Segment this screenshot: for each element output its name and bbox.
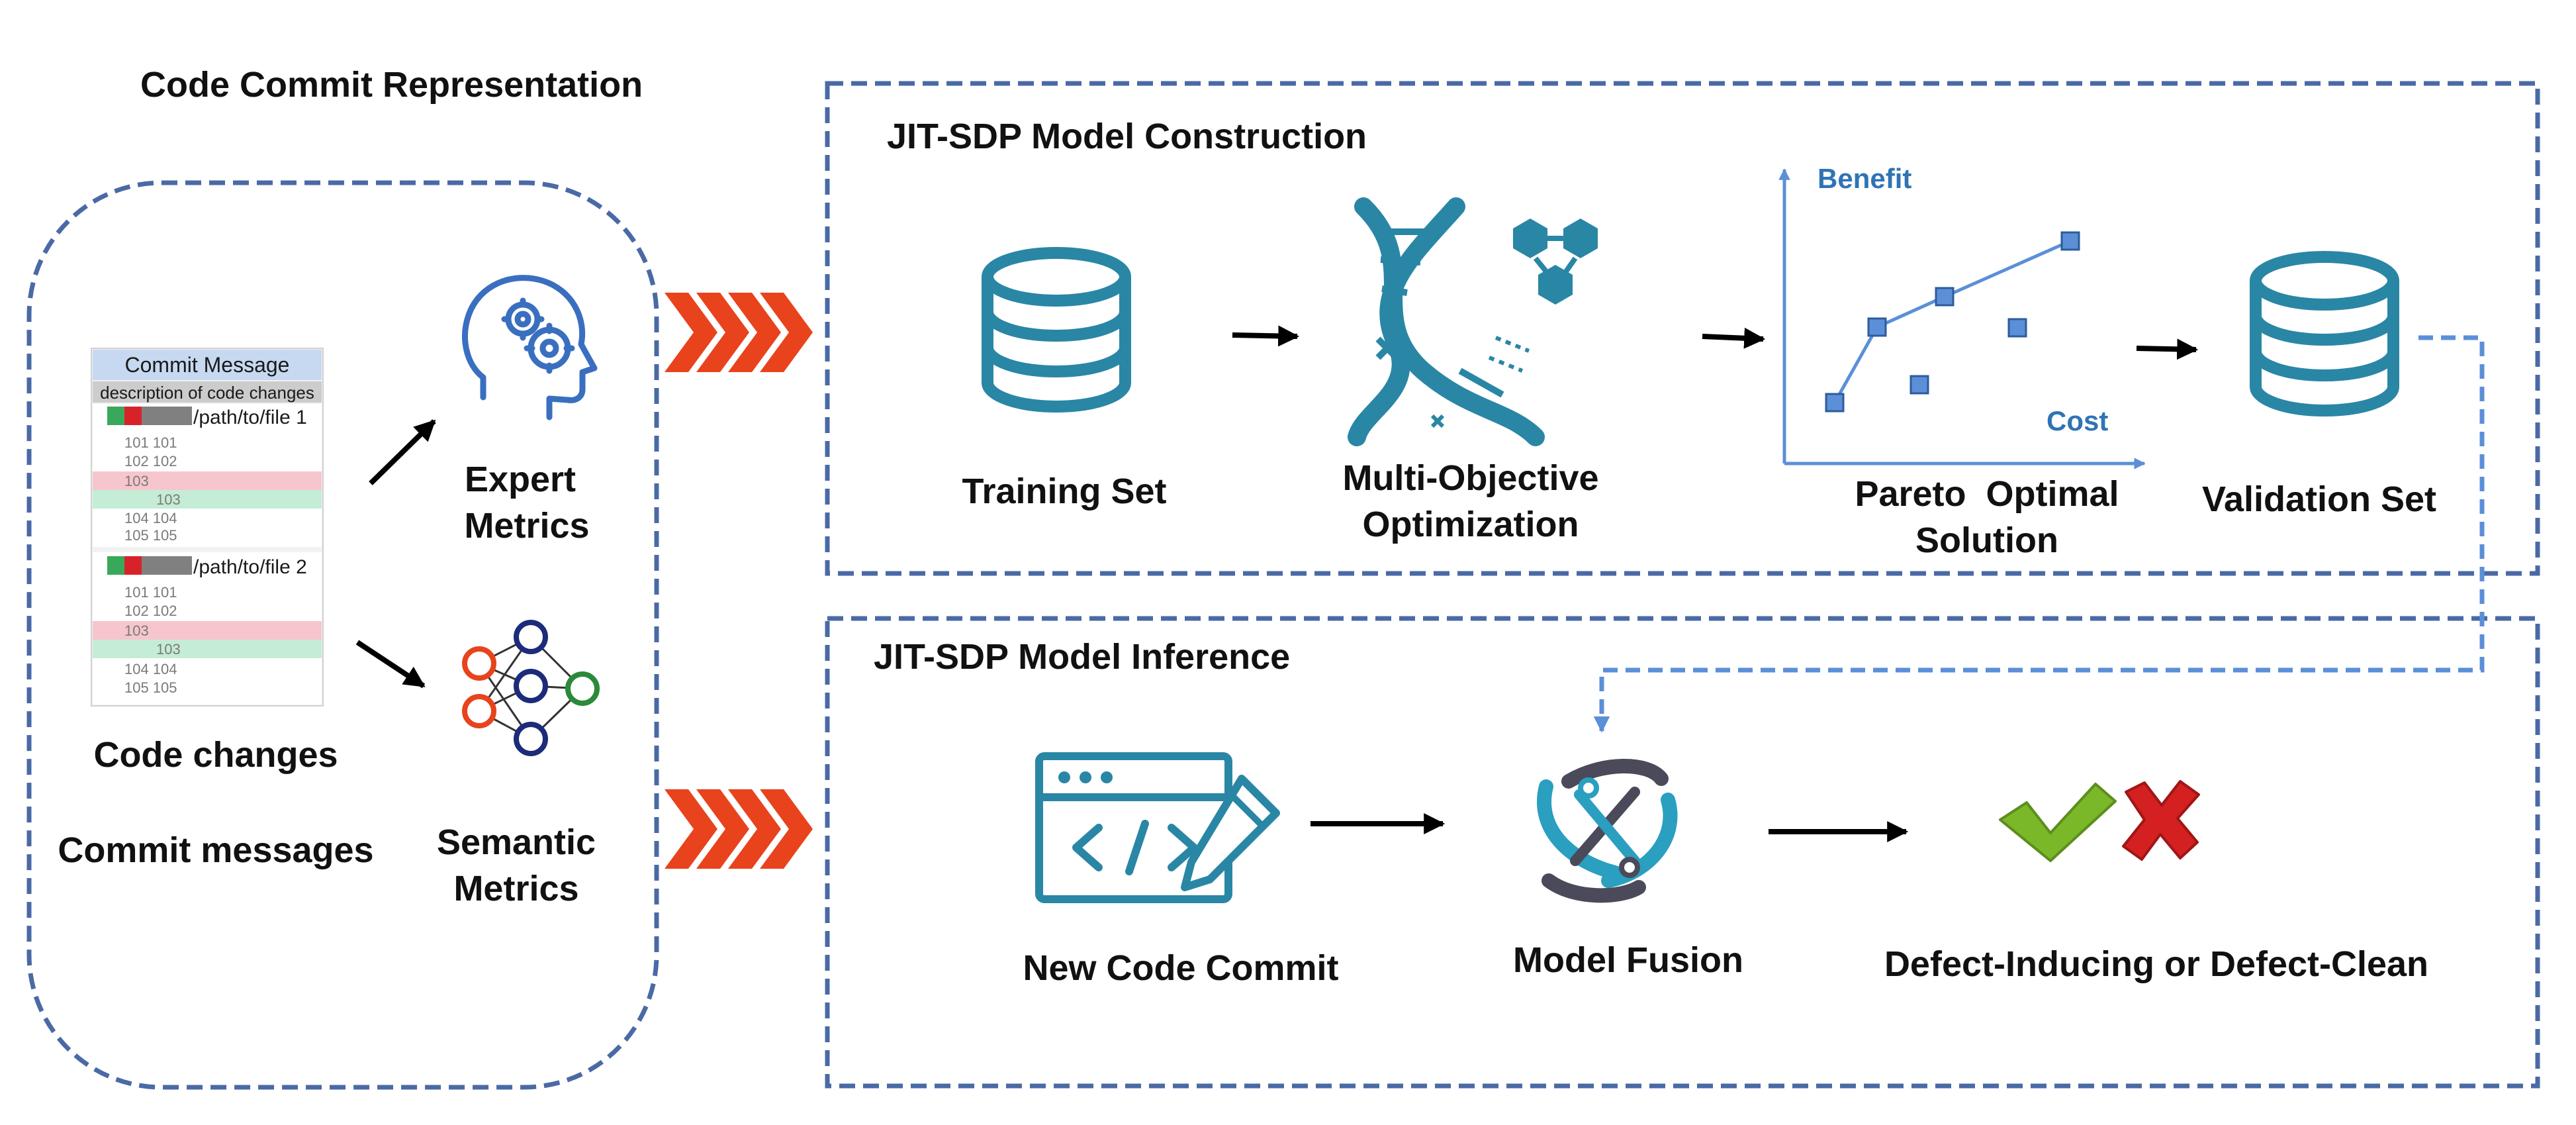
file1-line-1: 101 101: [124, 434, 177, 451]
commit-messages-label: Commit messages: [58, 830, 373, 870]
file2-line-3: 103: [124, 622, 149, 639]
new-code-commit-label: New Code Commit: [1023, 948, 1338, 988]
pareto-point: [1867, 317, 1887, 337]
validation-set-database-icon: [2256, 257, 2393, 411]
inference-frame: [825, 616, 2540, 1089]
dna-icon: [1348, 197, 1598, 446]
neural-network-icon: [462, 620, 600, 756]
pareto-point: [1825, 393, 1845, 413]
file2-path: /path/to/file 2: [193, 556, 307, 578]
dominated-point: [2007, 318, 2027, 338]
commit-description: description of code changes: [100, 383, 314, 403]
file1-path: /path/to/file 1: [193, 407, 307, 428]
file1-line-5: 104 104: [124, 510, 177, 526]
moo-label-1: Multi-Objective: [1342, 458, 1598, 498]
file2-line-6: 105 105: [124, 679, 177, 696]
construction-frame: [825, 81, 2540, 576]
chevron-arrow-bottom: [665, 789, 813, 869]
arrow-to-expert: [369, 419, 436, 485]
arrow-pareto-to-validation: [2136, 338, 2199, 360]
representation-frame: [26, 180, 659, 1090]
moo-label-2: Optimization: [1363, 505, 1579, 544]
validation-to-fusion-connector: [1593, 335, 2485, 733]
pareto-point: [2060, 231, 2080, 251]
file1-line-6: 105 105: [124, 527, 177, 544]
file2-line-1: 101 101: [124, 584, 177, 601]
cost-axis-label: Cost: [2047, 405, 2108, 436]
result-label: Defect-Inducing or Defect-Clean: [1884, 944, 2428, 984]
arrow-moo-to-pareto: [1702, 327, 1766, 349]
inference-title: JIT-SDP Model Inference: [874, 637, 1290, 677]
semantic-metrics-label-1: Semantic: [437, 822, 596, 862]
pareto-label-1: Pareto Optimal: [1855, 474, 2119, 514]
semantic-metrics-label-2: Metrics: [453, 869, 578, 908]
file1-line-2: 102 102: [124, 453, 177, 469]
file2-line-2: 102 102: [124, 603, 177, 619]
training-set-label: Training Set: [962, 471, 1166, 511]
file1-line-4: 103: [156, 491, 181, 508]
code-changes-label: Code changes: [93, 735, 338, 775]
validation-set-label: Validation Set: [2202, 479, 2436, 519]
code-editor-icon: [1035, 752, 1280, 903]
pareto-chart: Benefit Cost: [1778, 163, 2146, 469]
check-icon: [1999, 783, 2117, 862]
chevron-arrow-top: [665, 293, 813, 372]
commit-panel: Commit Message description of code chang…: [91, 348, 324, 707]
benefit-axis-label: Benefit: [1817, 163, 1911, 194]
model-fusion-icon: [1537, 759, 1678, 903]
commit-message-label: Commit Message: [125, 353, 290, 377]
expert-metrics-label-1: Expert: [465, 460, 576, 499]
construction-title: JIT-SDP Model Construction: [887, 117, 1367, 156]
brain-gear-icon: [462, 275, 598, 420]
cross-icon: [2122, 780, 2200, 861]
file2-line-4: 103: [156, 641, 181, 658]
expert-metrics-label-2: Metrics: [464, 506, 589, 546]
training-set-database-icon: [988, 253, 1125, 407]
file2-line-5: 104 104: [124, 661, 177, 677]
pareto-point: [1935, 287, 1955, 307]
pareto-label-2: Solution: [1915, 520, 2058, 560]
model-fusion-label: Model Fusion: [1513, 940, 1743, 980]
representation-title: Code Commit Representation: [140, 65, 643, 105]
arrow-to-semantic: [355, 640, 426, 689]
arrow-train-to-moo: [1232, 325, 1300, 347]
file1-line-3: 103: [124, 473, 149, 489]
commit-message-header: [93, 350, 322, 380]
dominated-point: [1909, 375, 1929, 395]
